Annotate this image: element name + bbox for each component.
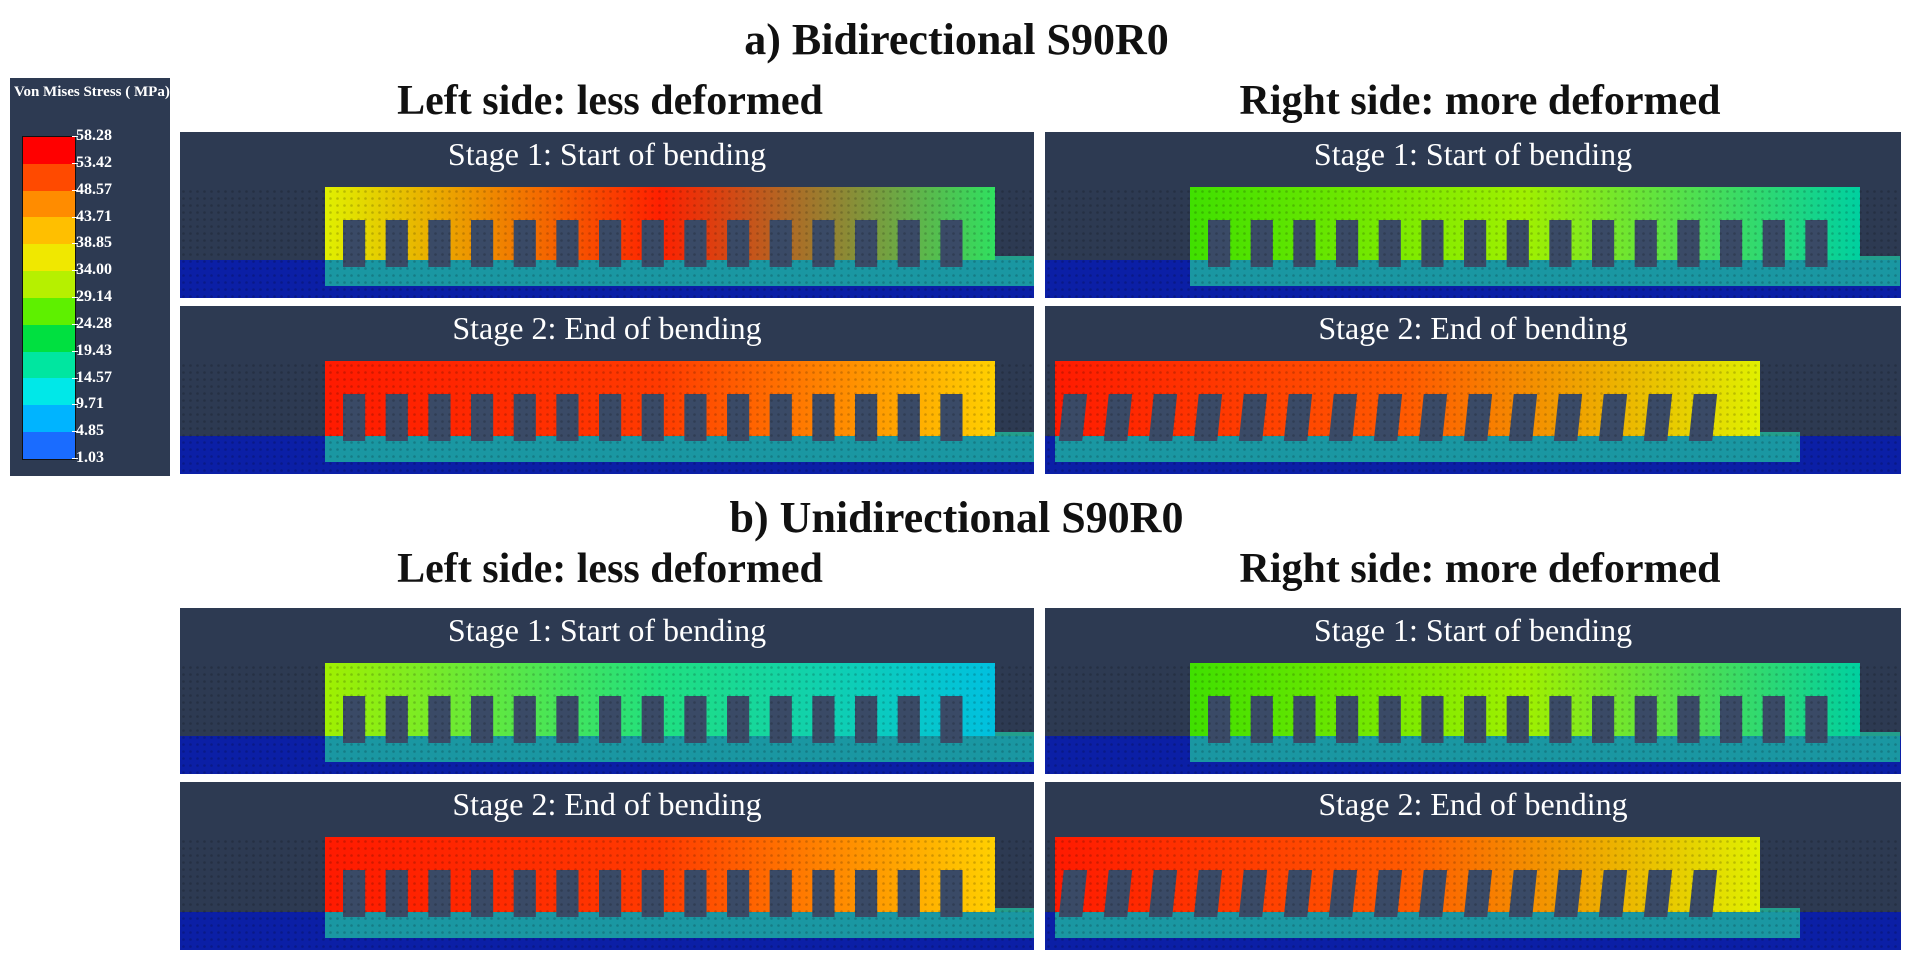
fem-contour [1045, 361, 1901, 474]
legend-tick-label: 9.71 [72, 395, 104, 413]
stage-label: Stage 2: End of bending [1318, 310, 1628, 346]
legend-color-band [23, 271, 75, 298]
legend-color-band [23, 378, 75, 406]
legend-color-band [23, 432, 75, 459]
legend-color-bar [22, 136, 76, 460]
mesh-texture [180, 187, 1034, 298]
stage-label: Stage 2: End of bending [452, 310, 762, 346]
mesh-texture [180, 837, 1034, 950]
section-a-title: a) Bidirectional S90R0 [744, 15, 1169, 64]
legend-color-band [23, 217, 75, 245]
panel-b-right-stage2: Stage 2: End of bending [1045, 782, 1901, 950]
legend-tick-label: 58.28 [72, 127, 112, 144]
fem-contour [1045, 187, 1901, 298]
legend-color-band [23, 244, 75, 272]
legend-tick-label: 29.14 [72, 288, 112, 305]
fem-contour [180, 361, 1034, 474]
panel-a-left-stage1: Stage 1: Start of bending [180, 132, 1034, 298]
mesh-texture [1045, 187, 1901, 298]
mesh-texture [180, 361, 1034, 474]
legend-color-band [23, 405, 75, 433]
mesh-texture [1045, 663, 1901, 774]
legend-color-band [23, 163, 75, 191]
panel-b-right-stage1: Stage 1: Start of bending [1045, 608, 1901, 774]
panel-b-left-stage2: Stage 2: End of bending [180, 782, 1034, 950]
legend-color-band [23, 351, 75, 379]
panel-b-left-stage1: Stage 1: Start of bending [180, 608, 1034, 774]
legend-title: Von Mises Stress ( MPa) [14, 84, 170, 100]
legend-tick-label: 1.03 [72, 449, 104, 466]
legend-color-band [23, 297, 75, 325]
section-a-left-heading: Left side: less deformed [397, 78, 823, 124]
legend-tick-label: 19.43 [72, 341, 112, 359]
mesh-texture [1045, 361, 1901, 474]
legend-tick-label: 14.57 [72, 368, 112, 386]
fem-contour [180, 187, 1034, 298]
stage-label: Stage 1: Start of bending [1313, 136, 1633, 172]
panel-a-right-stage1: Stage 1: Start of bending [1045, 132, 1901, 298]
fem-contour [1045, 663, 1901, 774]
legend-color-band [23, 324, 75, 352]
stage-label: Stage 2: End of bending [1318, 786, 1628, 822]
section-b-right-heading: Right side: more deformed [1239, 546, 1721, 592]
legend-tick-label: 48.57 [72, 180, 112, 198]
fem-contour [180, 837, 1034, 950]
stage-label: Stage 1: Start of bending [447, 612, 767, 648]
legend-tick-label: 4.85 [72, 422, 104, 440]
stage-label: Stage 1: Start of bending [1313, 612, 1633, 648]
panel-a-left-stage2: Stage 2: End of bending [180, 306, 1034, 474]
fem-contour [180, 663, 1034, 774]
stage-label: Stage 1: Start of bending [447, 136, 767, 172]
legend-tick-label: 34.00 [72, 261, 112, 279]
fem-contour [1045, 837, 1901, 950]
legend-tick-label: 24.28 [72, 314, 112, 332]
legend-tick-label: 38.85 [72, 234, 112, 252]
mesh-texture [1045, 837, 1901, 950]
mesh-texture [180, 663, 1034, 774]
legend-tick-label: 53.42 [72, 153, 112, 171]
section-b-title: b) Unidirectional S90R0 [729, 493, 1184, 542]
section-a-right-heading: Right side: more deformed [1239, 78, 1721, 124]
stage-label: Stage 2: End of bending [452, 786, 762, 822]
legend-tick-label: 43.71 [72, 207, 112, 225]
panel-a-right-stage2: Stage 2: End of bending [1045, 306, 1901, 474]
stress-legend: Von Mises Stress ( MPa) 58.28 53.42 48.57 4… [10, 78, 170, 476]
section-b-left-heading: Left side: less deformed [397, 546, 823, 592]
legend-color-band [23, 137, 75, 164]
legend-color-band [23, 190, 75, 218]
